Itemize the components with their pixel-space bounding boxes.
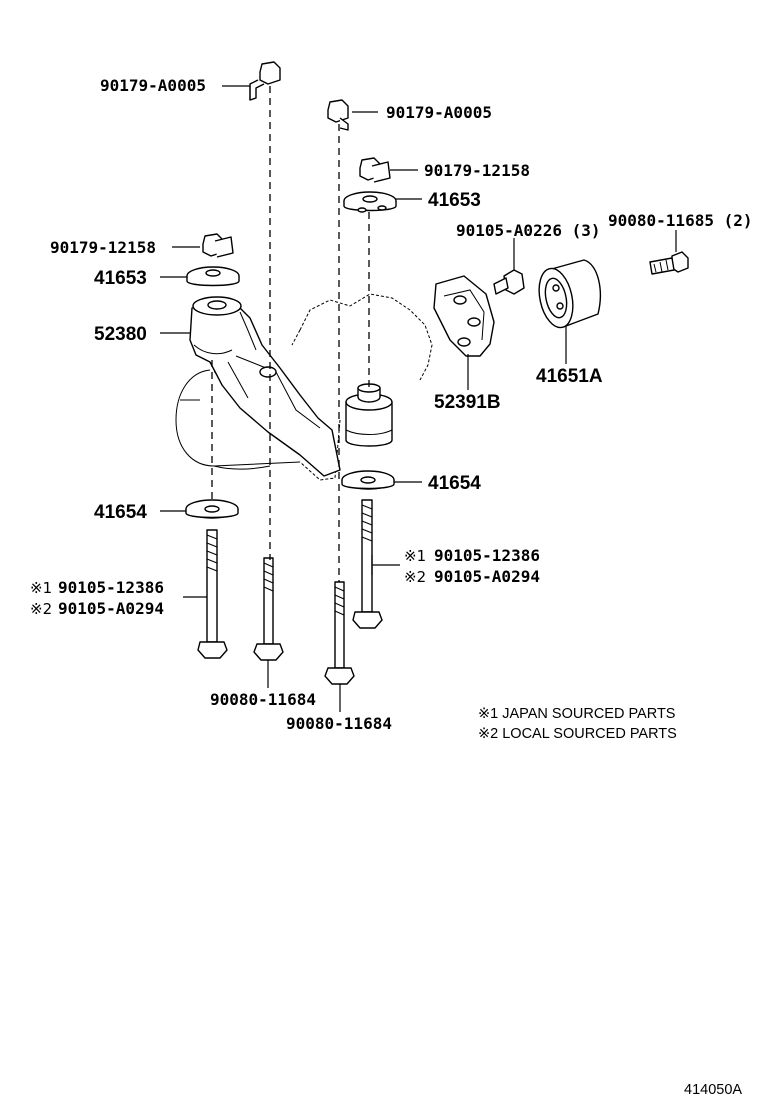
bolt-90105-a0226[interactable] bbox=[493, 269, 525, 295]
label-90105-a0226: 90105-A0226 (3) bbox=[456, 221, 601, 240]
note-japan-sourced: ※1 JAPAN SOURCED PARTS bbox=[478, 706, 675, 722]
label-41654-left: 41654 bbox=[94, 502, 147, 523]
nut-90179-12158-left[interactable] bbox=[202, 233, 234, 258]
mount-bushing bbox=[345, 383, 393, 447]
clip-90179-a0005-right[interactable] bbox=[327, 99, 349, 131]
nut-90179-12158-right[interactable] bbox=[359, 157, 391, 183]
diagram-id: 414050A bbox=[684, 1082, 742, 1098]
mark-2-left: ※2 bbox=[30, 600, 52, 618]
label-90179-a0005-top: 90179-A0005 bbox=[100, 76, 206, 95]
washer-41654-left[interactable] bbox=[185, 499, 239, 519]
bolt-90080-11684-b[interactable] bbox=[324, 581, 355, 685]
clip-90179-a0005-top[interactable] bbox=[249, 61, 281, 101]
label-90105-12386-right: 90105-12386 bbox=[434, 546, 540, 565]
label-52391b: 52391B bbox=[434, 392, 501, 413]
mark-2-right: ※2 bbox=[404, 568, 426, 586]
label-41653-left: 41653 bbox=[94, 268, 147, 289]
bolt-90080-11685[interactable] bbox=[649, 251, 689, 275]
leader-lines bbox=[160, 85, 677, 712]
bushing-41651a[interactable] bbox=[534, 259, 601, 331]
label-41651a: 41651A bbox=[536, 366, 603, 387]
label-90105-a0294-left: 90105-A0294 bbox=[58, 599, 164, 618]
label-90179-12158-left: 90179-12158 bbox=[50, 238, 156, 257]
mount-bracket-52380[interactable] bbox=[189, 296, 341, 477]
label-90105-12386-left: 90105-12386 bbox=[58, 578, 164, 597]
bolt-90080-11684-a[interactable] bbox=[253, 557, 284, 661]
mark-1-left: ※1 bbox=[30, 579, 52, 597]
assembly-lines bbox=[211, 86, 370, 582]
washer-41654-right[interactable] bbox=[341, 470, 395, 490]
washer-41653-right[interactable] bbox=[343, 191, 397, 213]
label-41654-right: 41654 bbox=[428, 473, 481, 494]
label-90179-a0005-right: 90179-A0005 bbox=[386, 103, 492, 122]
label-90179-12158-right: 90179-12158 bbox=[424, 161, 530, 180]
mark-1-right: ※1 bbox=[404, 547, 426, 565]
bracket-52391b[interactable] bbox=[433, 275, 495, 357]
note-local-sourced: ※2 LOCAL SOURCED PARTS bbox=[478, 726, 677, 742]
label-90080-11684-a: 90080-11684 bbox=[210, 690, 316, 709]
label-41653-right: 41653 bbox=[428, 190, 481, 211]
label-90105-a0294-right: 90105-A0294 bbox=[434, 567, 540, 586]
washer-41653-left[interactable] bbox=[186, 266, 240, 287]
label-52380: 52380 bbox=[94, 324, 147, 345]
bolt-long-right[interactable] bbox=[352, 499, 383, 629]
label-90080-11684-b: 90080-11684 bbox=[286, 714, 392, 733]
label-90080-11685: 90080-11685 (2) bbox=[608, 211, 753, 230]
bolt-long-left[interactable] bbox=[197, 529, 228, 659]
